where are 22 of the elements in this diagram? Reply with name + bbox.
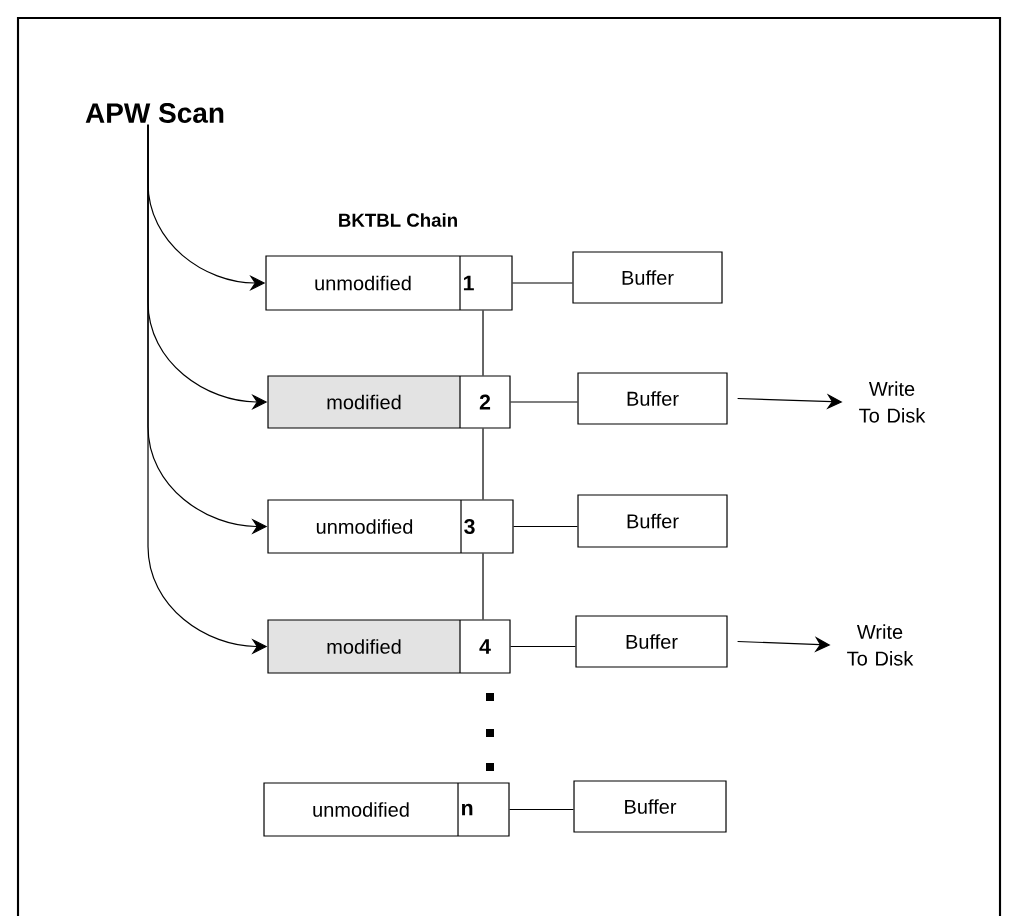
connector-line (509, 808, 574, 811)
buffer-box: Buffer (577, 372, 728, 425)
chain-link-line (482, 553, 484, 620)
output-text: Write To Disk (859, 381, 926, 423)
connector-line (510, 401, 578, 403)
chain-entry-box: unmodified 1 (265, 255, 513, 311)
buffer-box: Buffer (575, 615, 728, 668)
buffer-box: Buffer (572, 251, 723, 304)
heading-text: APW Scan (85, 103, 224, 123)
chain-heading: BKTBL Chain (339, 213, 457, 227)
connector-line (512, 282, 573, 284)
buffer-box: Buffer (573, 780, 727, 833)
chain-link-line (482, 310, 484, 376)
chain-entry-box: unmodified 3 (267, 499, 514, 554)
chain-entry-box: modified 2 (267, 375, 511, 429)
output-text: Write To Disk (847, 624, 914, 666)
buffer-box: Buffer (577, 494, 728, 548)
chain-entry-box: modified 4 (267, 619, 511, 674)
connector-line (510, 645, 576, 648)
chain-link-line (482, 428, 484, 500)
chain-entry-box: unmodified n (263, 782, 510, 837)
connector-line (513, 525, 578, 528)
